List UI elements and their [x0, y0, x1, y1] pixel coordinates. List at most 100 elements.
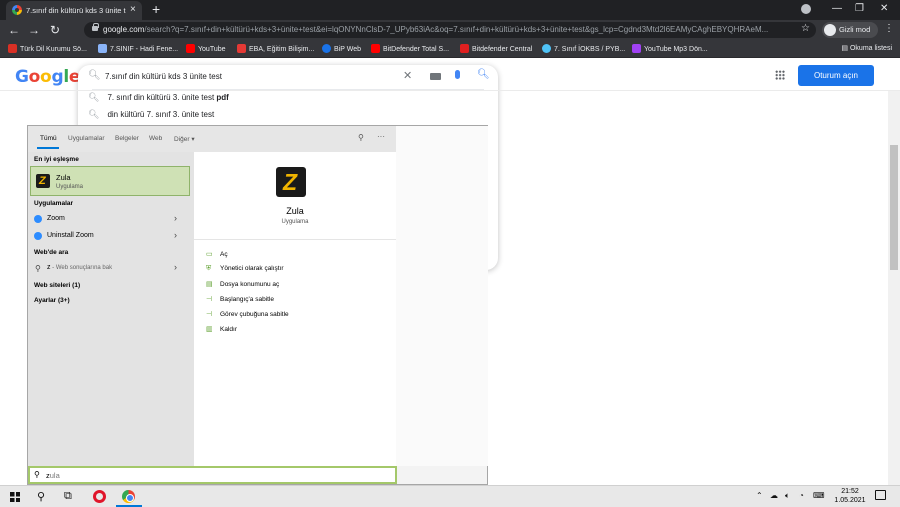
bookmarks-bar: Türk Dil Kurumu Sö... 7.SINIF - Hadi Fen… [0, 40, 900, 58]
scrollbar-thumb[interactable] [890, 145, 898, 270]
reading-list[interactable]: ▤ Okuma listesi [841, 45, 892, 52]
back-icon[interactable]: ← [8, 23, 20, 37]
google-logo[interactable]: Google [15, 67, 81, 87]
cloud-icon[interactable]: ☁ [770, 491, 778, 500]
app-result-label: Zoom [47, 215, 65, 222]
google-apps-icon[interactable] [775, 70, 785, 80]
feedback-icon[interactable]: ⚲ [358, 133, 364, 142]
bookmark-star-icon[interactable]: ☆ [801, 23, 810, 34]
tab-apps[interactable]: Uygulamalar [68, 135, 105, 142]
close-window-icon[interactable]: ✕ [880, 3, 889, 14]
incognito-icon [824, 24, 836, 36]
best-match-type: Uygulama [56, 184, 84, 190]
suggestion-item[interactable]: 🔍︎7. sınıf din kültürü 3. ünite test pdf [88, 92, 229, 102]
keyboard-icon[interactable]: ⌨ [813, 491, 825, 500]
browser-toolbar: ← → ↻ google.com/search?q=7.sınıf+din+kü… [0, 20, 900, 40]
app-result-zoom[interactable]: Zoom › [28, 212, 190, 227]
action-pin-to-taskbar[interactable]: ⊣Görev çubuğuna sabitle [206, 311, 289, 318]
best-match-header: En iyi eşleşme [34, 156, 79, 163]
chevron-right-icon[interactable]: › [174, 230, 177, 240]
minimize-icon[interactable]: — [832, 3, 842, 14]
web-search-header: Web'de ara [34, 249, 69, 256]
active-app-indicator [116, 505, 142, 507]
tab-all[interactable]: Tümü [40, 135, 57, 142]
open-icon: ▭ [206, 251, 213, 258]
chevron-right-icon[interactable]: › [174, 262, 177, 272]
task-view-icon[interactable]: ⧉ [64, 490, 72, 502]
apps-header: Uygulamalar [34, 200, 74, 207]
bookmark-item[interactable]: Bitdefender Central [460, 44, 532, 53]
bookmark-item[interactable]: BiP Web [322, 44, 361, 53]
tab-web[interactable]: Web [149, 135, 163, 142]
action-open-file-location[interactable]: ▤Dosya konumunu aç [206, 281, 280, 288]
best-match-item[interactable]: Z Zula Uygulama [30, 166, 190, 196]
chrome-icon[interactable] [122, 490, 135, 503]
network-icon[interactable]: ◔ [799, 491, 804, 500]
best-match-name: Zula [56, 173, 71, 182]
clock-time[interactable]: 21:52 [841, 488, 859, 495]
settings-header[interactable]: Ayarlar (3+) [34, 297, 70, 304]
tab-search-icon[interactable] [801, 4, 811, 14]
bookmark-item[interactable]: 7. Sınıf İOKBS / PYB... [542, 44, 625, 53]
search-icon: ⚲ [35, 264, 41, 273]
chevron-right-icon[interactable]: › [174, 213, 177, 223]
volume-icon[interactable]: 🔈︎ [785, 491, 790, 500]
incognito-indicator[interactable]: Gizli mod [822, 22, 878, 38]
app-result-uninstall-zoom[interactable]: Uninstall Zoom › [28, 229, 190, 244]
web-search-query: z [47, 264, 51, 271]
taskbar: ⚲ ⧉ ⌃ ☁ 🔈︎ ◔ ⌨ 21:52 1.05.2021 [0, 485, 900, 507]
address-bar[interactable]: google.com/search?q=7.sınıf+din+kültürü+… [84, 22, 816, 38]
tab-close-icon[interactable]: × [130, 4, 136, 15]
active-tab-indicator [37, 147, 59, 149]
search-submit-icon[interactable]: 🔍︎ [477, 69, 490, 80]
new-tab-button[interactable]: + [152, 1, 161, 17]
search-icon: ⚲ [34, 470, 40, 479]
detail-app-type: Uygulama [281, 219, 309, 225]
divider [92, 89, 484, 90]
clear-icon[interactable]: ✕ [403, 70, 413, 82]
show-hidden-icons-icon[interactable]: ⌃ [756, 491, 763, 500]
bookmark-item[interactable]: EBA, Eğitim Bilişim... [237, 44, 314, 53]
windows-search-panel: Tümü Uygulamalar Belgeler Web Diğer ▾ ⚲ … [27, 125, 488, 485]
okbs-icon [542, 44, 551, 53]
windows-search-input[interactable]: ⚲ zula [28, 466, 397, 484]
zula-app-icon: Z [36, 174, 50, 188]
suggestion-item[interactable]: 🔍︎din kültürü 7. sınıf 3. ünite test [88, 109, 215, 119]
url-text[interactable]: google.com/search?q=7.sınıf+din+kültürü+… [103, 25, 769, 34]
websites-header[interactable]: Web siteleri (1) [34, 282, 81, 289]
sign-in-button[interactable]: Oturum açın [798, 65, 874, 86]
browser-tab[interactable]: 7.sınıf din kültürü kds 3 ünite test × [6, 1, 142, 20]
bookmark-item[interactable]: BitDefender Total S... [371, 44, 449, 53]
bookmark-item[interactable]: Türk Dil Kurumu Sö... [8, 44, 87, 53]
app-result-label: Uninstall Zoom [47, 232, 94, 239]
search-query-text[interactable]: zula [46, 471, 60, 480]
browser-menu-icon[interactable]: ⋮ [884, 23, 894, 34]
pin-taskbar-icon: ⊣ [206, 311, 213, 318]
notification-icon[interactable] [875, 490, 886, 500]
bookmark-item[interactable]: YouTube [186, 44, 226, 53]
zoom-icon [34, 215, 42, 223]
search-icon[interactable]: ⚲ [37, 491, 46, 503]
maximize-icon[interactable]: ❐ [855, 3, 864, 14]
more-options-icon[interactable]: ··· [377, 132, 385, 141]
bookmark-item[interactable]: 7.SINIF - Hadi Fene... [98, 44, 178, 53]
windows-start-icon[interactable] [10, 492, 20, 502]
clock-date[interactable]: 1.05.2021 [834, 497, 866, 504]
action-open[interactable]: ▭Aç [206, 251, 228, 258]
tab-documents[interactable]: Belgeler [115, 135, 139, 142]
search-icon: 🔍︎ [88, 109, 100, 119]
forward-icon[interactable]: → [28, 23, 40, 37]
action-run-as-admin[interactable]: ⛨Yönetici olarak çalıştır [206, 265, 284, 272]
web-search-item[interactable]: ⚲ z - Web sonuçlarına bak › [28, 261, 190, 276]
action-pin-to-start[interactable]: ⊣Başlangıç'a sabitle [206, 296, 274, 303]
action-uninstall[interactable]: ▥Kaldır [206, 326, 237, 333]
search-input[interactable]: 7.sınıf din kültürü kds 3 ünite test [105, 72, 222, 81]
bookmark-item[interactable]: YouTube Mp3 Dön... [632, 44, 708, 53]
bitdefender-icon [371, 44, 380, 53]
opera-icon[interactable] [93, 490, 106, 503]
reload-icon[interactable]: ↻ [50, 23, 61, 37]
keyboard-icon[interactable] [430, 73, 441, 80]
lock-icon[interactable] [92, 23, 99, 31]
tab-more[interactable]: Diğer ▾ [174, 136, 195, 143]
microphone-icon[interactable] [455, 70, 460, 79]
